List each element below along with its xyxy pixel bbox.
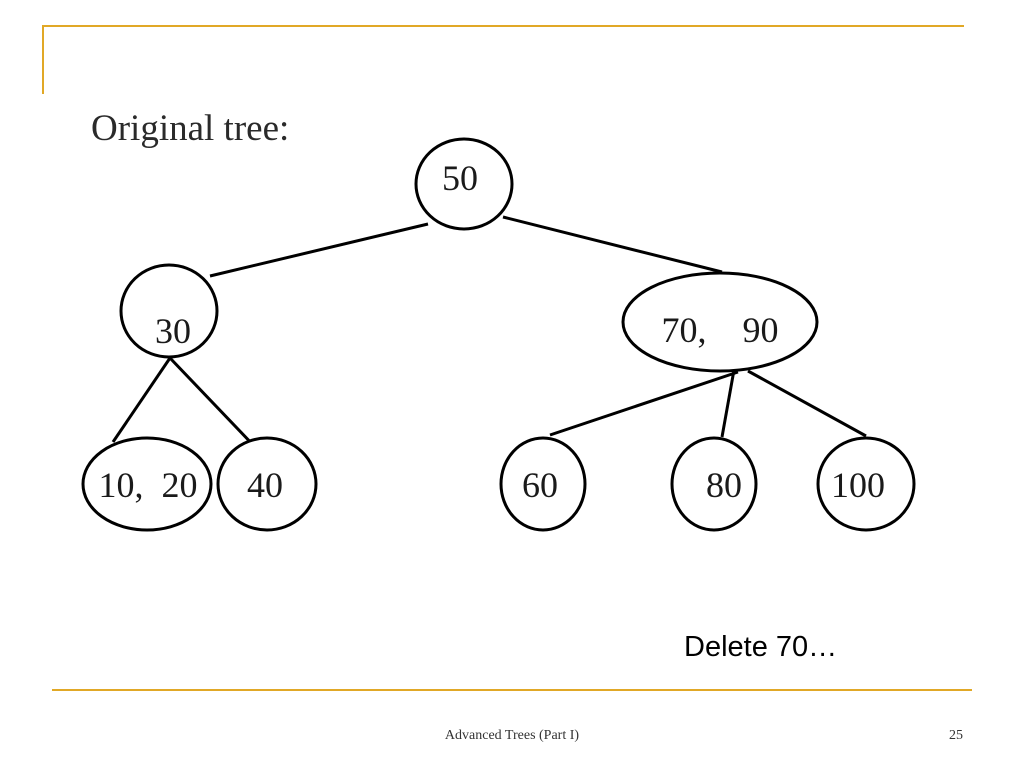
tree-diagram: Original tree: 50 30 70, 90 10, 20 40 60…: [81, 108, 916, 532]
tree-node: 40: [216, 436, 318, 532]
tree-node: 60: [499, 436, 587, 532]
edge-7090-80: [720, 369, 736, 438]
footer-title: Advanced Trees (Part I): [444, 728, 580, 743]
tree-node: 70, 90: [621, 271, 819, 373]
node-shape: [119, 263, 219, 359]
tree-node: 50: [414, 137, 514, 231]
tree-node: 30: [119, 263, 219, 359]
page-number: 25: [949, 728, 963, 743]
left-accent-rule: [42, 25, 44, 94]
edge-50-30: [209, 222, 429, 278]
node-shape: [670, 436, 758, 532]
tree-node: 10, 20: [81, 436, 213, 532]
node-label: 40: [247, 465, 283, 505]
node-shape: [499, 436, 587, 532]
node-label: 70, 90: [662, 310, 779, 350]
node-label: 10, 20: [99, 465, 198, 505]
diagram-title: Original tree:: [91, 108, 289, 149]
node-shape: [216, 436, 318, 532]
node-shape: [414, 137, 514, 231]
node-shape: [816, 436, 916, 532]
node-shape: [621, 271, 819, 373]
edge-50-7090: [502, 215, 723, 274]
tree-node: 80: [670, 436, 758, 532]
node-label: 100: [831, 465, 885, 505]
edge-30-40: [168, 356, 258, 450]
node-label: 60: [522, 465, 558, 505]
tree-node: 100: [816, 436, 916, 532]
edge-30-1020: [111, 357, 172, 443]
slide-caption: Delete 70…: [684, 631, 838, 663]
top-accent-rule: [42, 25, 964, 27]
tree-edges: [111, 215, 867, 450]
node-label: 50: [442, 158, 478, 198]
edge-7090-100: [747, 369, 867, 438]
node-label: 30: [155, 311, 191, 351]
node-label: 80: [706, 465, 742, 505]
node-shape: [81, 436, 213, 532]
edge-7090-60: [549, 370, 739, 437]
bottom-accent-rule: [52, 689, 972, 691]
